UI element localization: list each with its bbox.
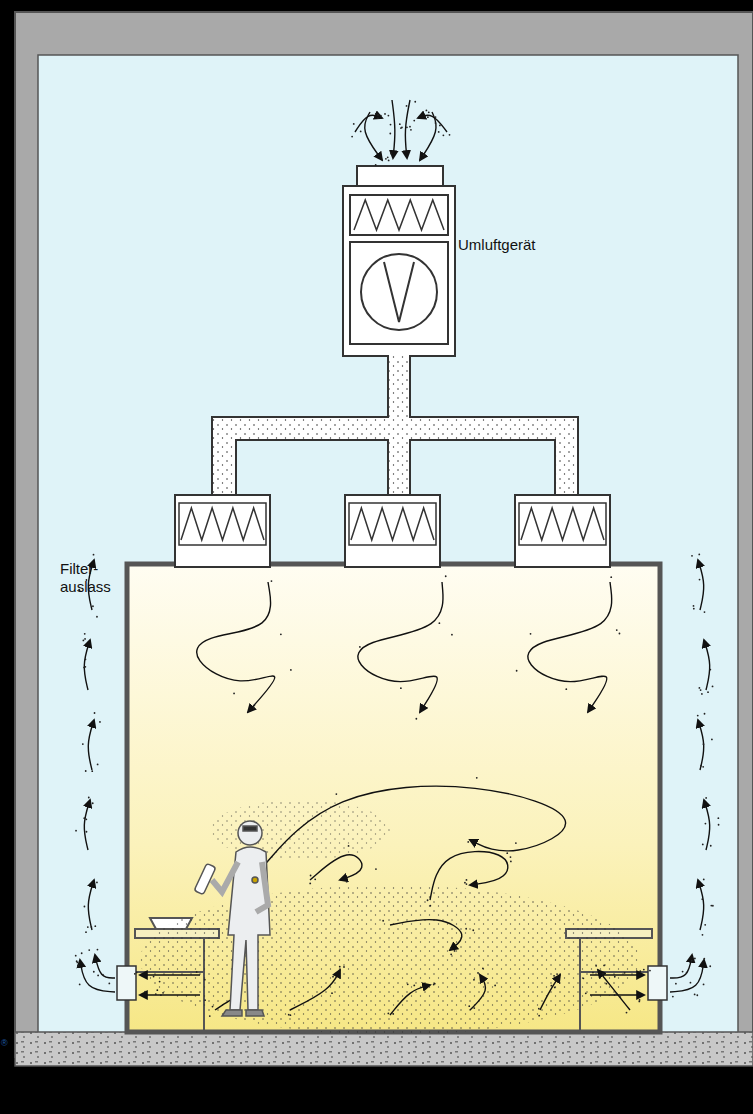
building-interior <box>38 55 738 1040</box>
filter-outlets <box>175 495 610 567</box>
air-flow-arrows <box>75 100 720 1017</box>
recirculation-unit <box>343 166 455 356</box>
unit-label: Umluftgerät <box>458 236 578 254</box>
air-duct <box>212 356 578 495</box>
trademark-mark: ® <box>1 1038 15 1049</box>
filter-outlet-label: Filter- auslass <box>60 560 118 596</box>
building-wall <box>15 12 753 1057</box>
person-in-cleanroom-suit <box>194 821 270 1016</box>
concrete-floor <box>15 1032 753 1066</box>
